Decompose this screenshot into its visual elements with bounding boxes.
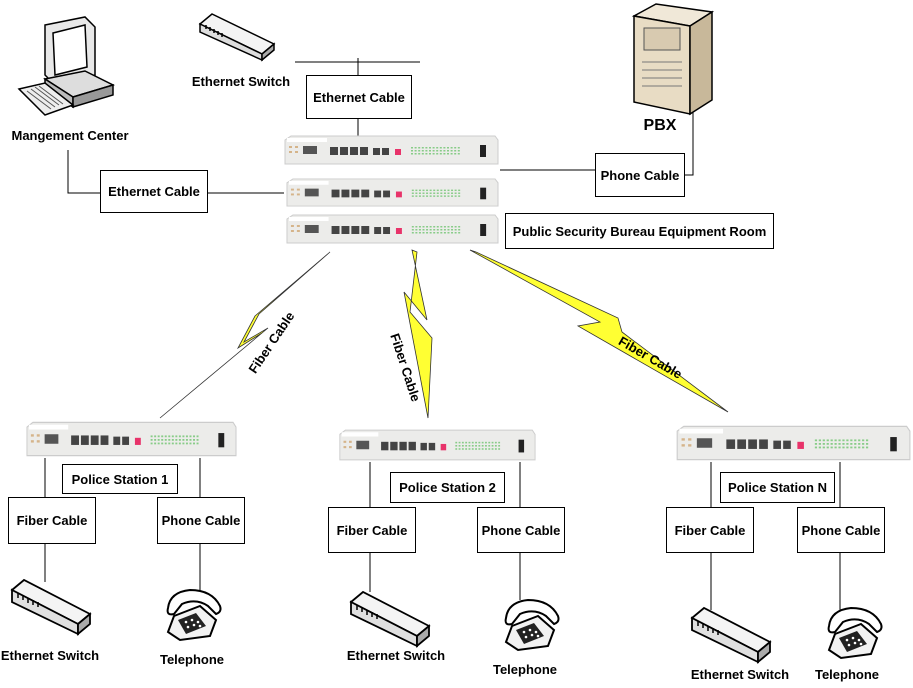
central-device-3 — [285, 213, 499, 245]
station-n-telephone-label: Telephone — [814, 667, 880, 682]
station-2-fiber-cable-box: Fiber Cable — [328, 507, 416, 553]
ethernet-switch-icon — [8, 576, 92, 641]
management-center-label: Mangement Center — [11, 128, 129, 143]
station-1-switch-label: Ethernet Switch — [0, 648, 100, 663]
station-1-telephone-label: Telephone — [159, 652, 225, 667]
ethernet-cable-left-box: Ethernet Cable — [100, 170, 208, 213]
station-1-label: Police Station 1 — [62, 464, 178, 494]
top-ethernet-switch-label: Ethernet Switch — [191, 74, 291, 89]
equipment-room-label: Public Security Bureau Equipment Room — [505, 213, 774, 249]
ethernet-switch-icon — [688, 604, 772, 669]
station-n-switch-label: Ethernet Switch — [690, 667, 790, 682]
fiber-bolt-2 — [403, 249, 433, 419]
ethernet-switch-line — [295, 58, 420, 137]
telephone-icon — [498, 596, 564, 659]
ethernet-cable-top-box: Ethernet Cable — [306, 75, 412, 119]
station-2-phone-cable-box: Phone Cable — [477, 507, 565, 553]
management-line — [67, 150, 284, 194]
telephone-icon — [821, 604, 887, 667]
telephone-icon — [160, 586, 226, 649]
pbx-line — [500, 112, 694, 176]
station-1-fiber-cable-box: Fiber Cable — [8, 497, 96, 544]
pbx-server-icon — [631, 3, 715, 116]
station-1-lines — [44, 458, 201, 592]
phone-cable-box: Phone Cable — [595, 153, 685, 197]
station-n-lines — [710, 462, 841, 610]
computer-icon — [17, 16, 115, 116]
station-n-label: Police Station N — [720, 472, 835, 503]
ethernet-switch-icon — [347, 588, 431, 653]
station-2-label: Police Station 2 — [390, 472, 505, 503]
station-n-fiber-cable-box: Fiber Cable — [666, 507, 754, 553]
pbx-label: PBX — [643, 117, 677, 134]
station-1-phone-cable-box: Phone Cable — [157, 497, 245, 544]
station-n-phone-cable-box: Phone Cable — [797, 507, 885, 553]
station-1-device — [25, 420, 237, 458]
central-device-2 — [285, 177, 499, 208]
ethernet-switch-icon — [198, 13, 276, 62]
fiber-bolt-3 — [469, 249, 729, 413]
fiber-bolt-1 — [159, 251, 331, 419]
station-n-device — [675, 424, 911, 462]
central-device-1 — [283, 134, 499, 166]
station-2-device — [338, 428, 536, 462]
station-2-telephone-label: Telephone — [492, 662, 558, 677]
station-2-switch-label: Ethernet Switch — [346, 648, 446, 663]
station-2-lines — [369, 462, 521, 600]
